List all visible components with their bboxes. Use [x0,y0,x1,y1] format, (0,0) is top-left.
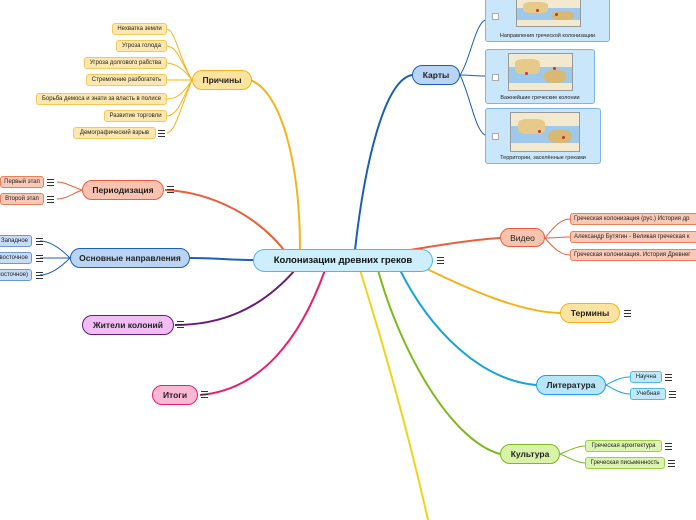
map-caption: Направления греческой колонизации [499,33,596,39]
kultura-item-menu-icon[interactable] [668,460,675,467]
periodizatsiya-item-menu-icon[interactable] [47,179,54,186]
link-bottom [359,269,429,520]
link-prichiny [249,79,301,251]
map-checkbox[interactable] [492,74,499,81]
map-thumbnail[interactable] [508,53,573,91]
kultura-sublinks [559,445,586,464]
map-card[interactable]: Направления греческой колонизации [485,0,610,42]
literatura-item-menu-icon[interactable] [665,374,672,381]
topic-video[interactable]: Видео [500,228,545,247]
prichiny-item[interactable]: Угроза голода [116,40,167,52]
link-video [409,237,501,251]
link-terminy [424,267,561,314]
napravleniya-item[interactable]: восточное) [0,269,32,281]
napravleniya-item[interactable]: Западное [0,235,32,247]
link-literatura [399,269,537,386]
link-periodizatsiya [164,189,291,259]
topic-prichiny[interactable]: Причины [192,70,252,90]
topic-napravleniya[interactable]: Основные направления [70,248,190,268]
prichiny-item[interactable]: Развитие торговли [104,110,167,122]
video-item[interactable]: Александр Бутягин - Великая греческая к [570,231,696,243]
video-item[interactable]: Греческая колонизация (рус.) История др [570,213,696,225]
map-card[interactable]: Территории, заселённые греками [485,108,601,164]
napravleniya-item-menu-icon[interactable] [36,238,43,245]
link-zhiteli [174,269,296,326]
map-thumbnail[interactable] [510,112,580,152]
periodizatsiya-menu-icon[interactable] [167,186,174,193]
napravleniya-item-menu-icon[interactable] [36,255,43,262]
link-kultura [377,269,501,455]
map-card[interactable]: Важнейшие греческие колонии [485,49,595,104]
prichiny-item[interactable]: Демографический взрыв [73,127,156,139]
topic-karty[interactable]: Карты [412,65,460,85]
napravleniya-sublinks [39,240,71,276]
prichiny-sublinks [166,28,193,134]
map-checkbox[interactable] [492,133,499,140]
prichiny-item[interactable]: Борьба демоса и знати за власть в полисе [36,93,167,105]
zhiteli-menu-icon[interactable] [177,321,184,328]
prichiny-item[interactable]: Угроза долгового рабства [84,57,167,69]
periodizatsiya-item-menu-icon[interactable] [47,196,54,203]
topic-literatura[interactable]: Литература [536,375,606,395]
central-menu-icon[interactable] [437,257,444,264]
napravleniya-item-menu-icon[interactable] [36,272,43,279]
link-napravleniya [189,257,256,261]
kultura-item[interactable]: Греческая архитектура [585,440,662,452]
topic-terminy[interactable]: Термины [560,303,620,323]
map-caption: Важнейшие греческие колонии [500,95,580,101]
prichiny-item-menu-icon[interactable] [158,130,165,137]
map-caption: Территории, заселённые греками [500,155,586,161]
literatura-sublinks [605,376,631,395]
map-thumbnail[interactable] [516,0,581,27]
terminy-menu-icon[interactable] [624,310,631,317]
napravleniya-item[interactable]: восточное [0,252,32,264]
link-karty [354,74,413,251]
kultura-item-menu-icon[interactable] [665,443,672,450]
link-itogi [199,269,326,396]
central-topic[interactable]: Колонизации древних греков [253,249,433,272]
video-sublinks [544,218,571,256]
literatura-item[interactable]: Научна [630,371,662,383]
literatura-item-menu-icon[interactable] [669,391,676,398]
literatura-item[interactable]: Учебная [630,388,666,400]
prichiny-item[interactable]: Нехватка земли [112,23,167,35]
topic-zhiteli[interactable]: Жители колоний [82,315,174,335]
prichiny-item[interactable]: Стремление разбогатеть [86,74,167,86]
topic-periodizatsiya[interactable]: Периодизация [82,180,164,200]
periodizatsiya-item[interactable]: Первый этап [0,176,44,188]
kultura-item[interactable]: Греческая письменность [585,457,665,469]
video-item[interactable]: Греческая колонизация. История Древнег [570,249,696,261]
topic-itogi[interactable]: Итоги [152,385,198,405]
periodizatsiya-item[interactable]: Второй этап [0,193,44,205]
topic-kultura[interactable]: Культура [500,444,560,464]
karty-sublinks [459,19,486,136]
map-checkbox[interactable] [492,13,499,20]
periodizatsiya-sublinks [56,181,83,200]
itogi-menu-icon[interactable] [201,391,208,398]
